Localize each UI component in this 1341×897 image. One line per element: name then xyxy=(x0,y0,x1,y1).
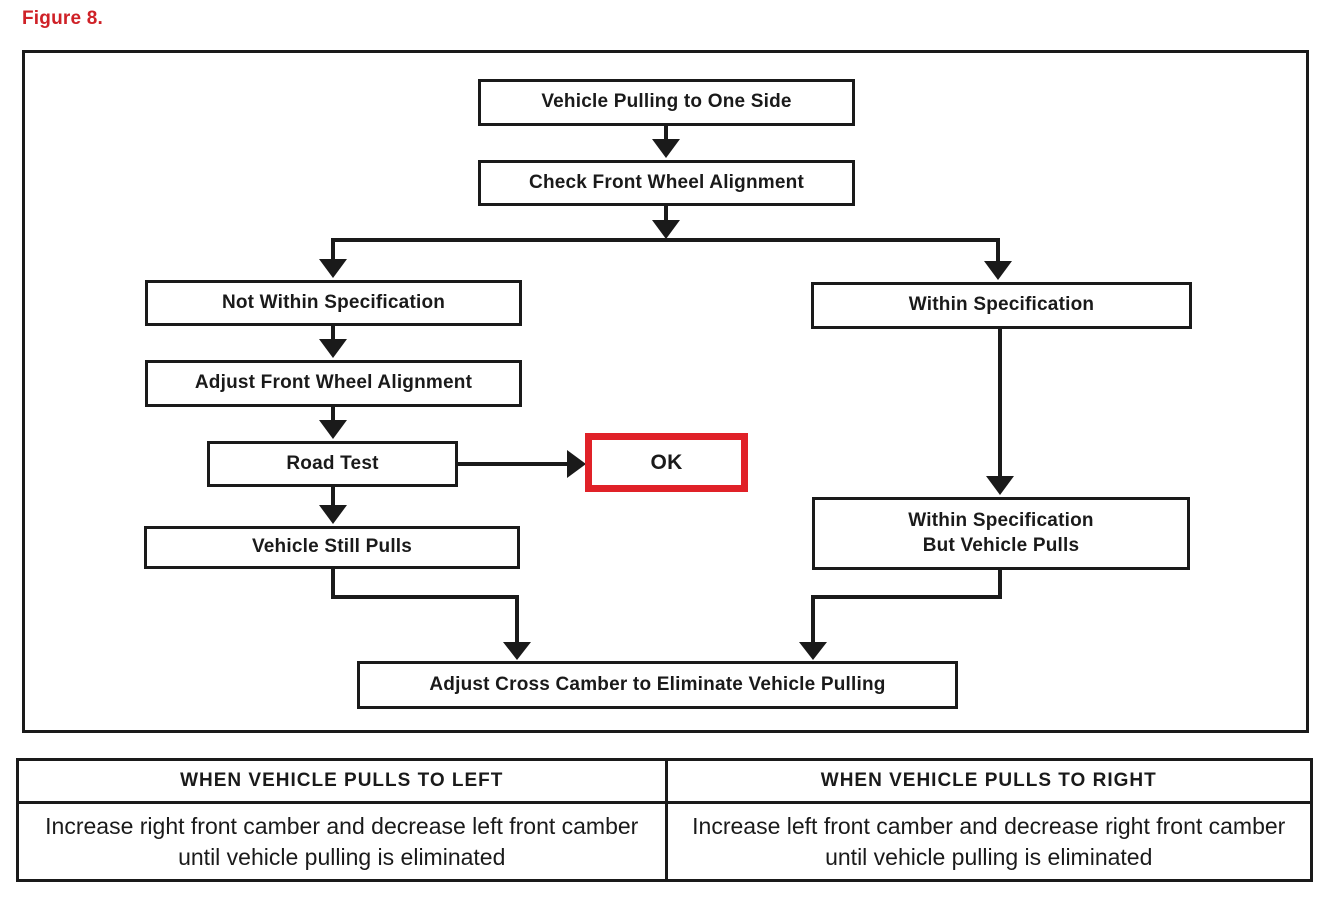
node-road-test-label: Road Test xyxy=(286,452,379,474)
node-adjust-alignment-label: Adjust Front Wheel Alignment xyxy=(194,372,473,394)
node-adjust-alignment: Adjust Front Wheel Alignment xyxy=(145,360,522,407)
node-vehicle-still-pulls: Vehicle Still Pulls xyxy=(144,526,520,569)
node-within-spec-but-pulls-line2: But Vehicle Pulls xyxy=(922,534,1080,556)
node-road-test: Road Test xyxy=(207,441,458,487)
node-vehicle-still-pulls-label: Vehicle Still Pulls xyxy=(251,536,413,558)
table-cell-pulls-left: Increase right front camber and decrease… xyxy=(45,813,639,870)
node-check-alignment: Check Front Wheel Alignment xyxy=(478,160,855,206)
node-within-spec-but-pulls: Within Specification But Vehicle Pulls xyxy=(812,497,1190,570)
node-vehicle-pulling: Vehicle Pulling to One Side xyxy=(478,79,855,126)
node-adjust-cross-camber-label: Adjust Cross Camber to Eliminate Vehicle… xyxy=(429,673,886,695)
node-ok-label: OK xyxy=(650,450,683,474)
node-within-spec-label: Within Specification xyxy=(908,294,1095,316)
figure-title: Figure 8. xyxy=(22,8,103,29)
table-cell-pulls-right: Increase left front camber and decrease … xyxy=(664,804,1311,879)
node-ok: OK xyxy=(585,433,748,492)
node-not-within-spec-label: Not Within Specification xyxy=(221,291,446,313)
node-within-spec-but-pulls-line1: Within Specification xyxy=(908,509,1094,531)
camber-adjustment-table: WHEN VEHICLE PULLS TO LEFT WHEN VEHICLE … xyxy=(16,758,1313,882)
node-check-alignment-label: Check Front Wheel Alignment xyxy=(529,171,804,193)
node-adjust-cross-camber: Adjust Cross Camber to Eliminate Vehicle… xyxy=(357,661,958,709)
node-not-within-spec: Not Within Specification xyxy=(145,280,522,326)
table-header-pulls-left: WHEN VEHICLE PULLS TO LEFT xyxy=(19,761,665,804)
node-within-spec: Within Specification xyxy=(811,282,1192,329)
table-header-pulls-right: WHEN VEHICLE PULLS TO RIGHT xyxy=(664,761,1310,804)
node-vehicle-pulling-label: Vehicle Pulling to One Side xyxy=(541,91,792,113)
